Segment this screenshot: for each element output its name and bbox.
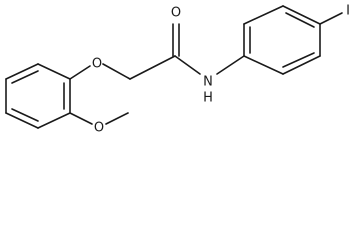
methoxyphenyl-ring [5,63,71,129]
bond-ring2-c3-c4 [282,5,321,25]
bond-ring1-double-b [11,108,39,122]
bond-ether-o-to-ch2 [102,63,131,80]
bond-ring2-double-c [282,52,315,68]
atom-labels: O O N H I O [92,4,350,136]
bond-ch2-to-carbonyl [129,55,176,80]
bond-ring2-double-b [285,12,315,28]
bond-n-to-ring2 [216,55,245,75]
bond-ring1-to-ether-o [69,65,91,80]
methoxy-oxygen-label: O [94,121,104,136]
bond-ring2-to-iodine [319,12,343,25]
carbonyl-group [172,23,180,57]
bond-ring1-double-a [11,70,39,84]
molecule-drawing: O O N H I O [5,4,350,136]
iodophenyl-ring [243,5,343,75]
bond-methoxy-o-to-ch3 [105,112,129,125]
bond-ring1-to-methoxy-o [69,112,93,125]
chemical-structure-diagram: O O N H I O [5,4,350,136]
ether-oxygen-label: O [92,57,102,72]
bond-ring1-c2-c3 [5,63,39,80]
bond-ring1-c4-c5 [5,112,39,129]
bond-ring2-c5-c6 [282,55,321,75]
iodine-label: I [346,4,350,19]
bond-ring2-c2-c3 [243,5,284,25]
carbonyl-oxygen-label: O [171,6,181,21]
amide-nitrogen-label: N [203,75,213,90]
bond-ring2-c6-c1 [243,55,284,75]
ether-linkage [69,55,176,80]
amide-linkage [174,55,245,75]
amide-hydrogen-label: H [203,91,213,106]
bond-ring1-c5-c6 [37,112,71,129]
bond-carbonyl-to-n [174,55,201,75]
bond-ring1-c1-c2 [37,63,71,80]
methoxy-group [69,112,129,125]
